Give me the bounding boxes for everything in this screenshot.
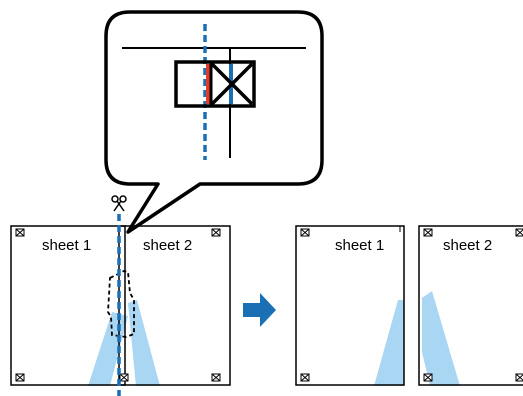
crop-mark-icon <box>423 228 433 237</box>
sheet-2-label: sheet 2 <box>443 237 492 254</box>
crop-mark-icon <box>515 373 523 382</box>
crop-mark-icon <box>423 373 433 382</box>
crop-mark-icon <box>211 228 221 237</box>
image-stripe-sheet-1 <box>374 300 404 386</box>
image-stripe-right <box>128 300 160 386</box>
separated-sheet-2 <box>418 225 523 386</box>
separated-sheet-1 <box>295 225 405 386</box>
overlapped-sheets: sheet 1 sheet 2 <box>10 214 231 396</box>
crop-mark-icon <box>15 373 25 382</box>
crop-mark-icon <box>15 228 25 237</box>
crop-mark-icon <box>211 373 221 382</box>
callout-x-mark <box>210 62 254 106</box>
magnified-callout <box>104 10 324 234</box>
overlap-sheet-1 <box>10 225 126 386</box>
separated-sheets: sheet 1 sheet 2 <box>295 225 523 386</box>
image-stripe-sheet-2 <box>422 291 460 386</box>
crop-mark-icon <box>300 373 310 382</box>
sheet-1-label: sheet 1 <box>335 237 384 254</box>
arrow-right-icon <box>243 293 276 327</box>
callout-bubble <box>104 10 324 234</box>
crop-mark-icon <box>119 373 129 382</box>
sheet-1-label: sheet 1 <box>42 237 91 254</box>
callout-register-box <box>174 60 256 108</box>
crop-mark-icon <box>300 228 310 237</box>
crop-mark-icon <box>515 228 523 237</box>
scissors-icon <box>111 195 127 212</box>
sheet-2-label: sheet 2 <box>143 237 192 254</box>
